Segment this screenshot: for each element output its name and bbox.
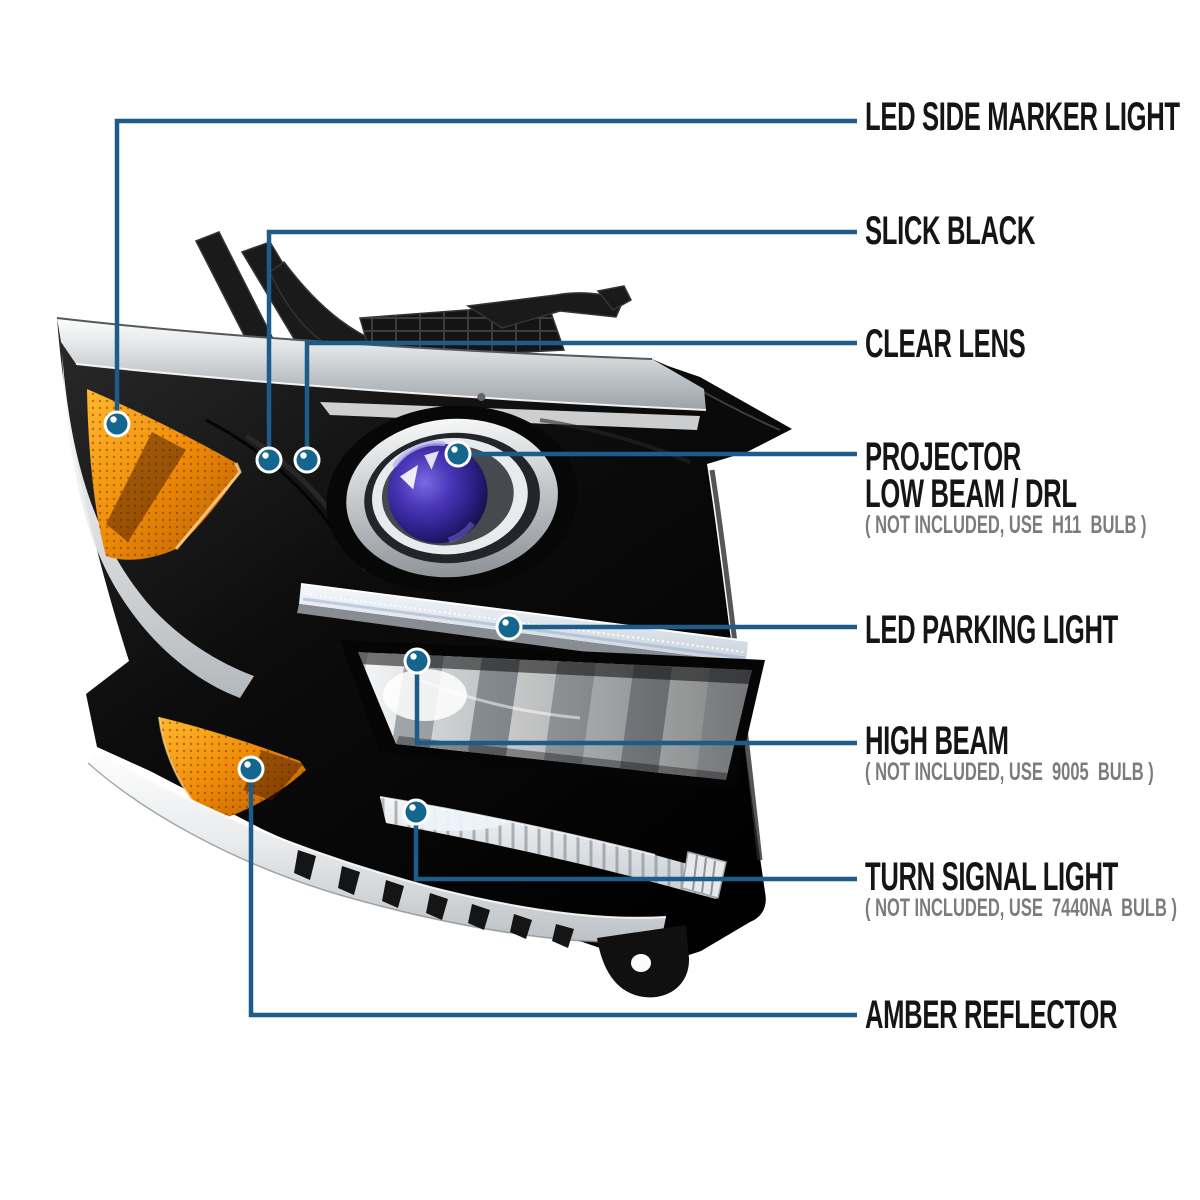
callout-dot-high-beam — [403, 647, 431, 675]
callout-label-clear-lens: CLEAR LENS — [865, 322, 1116, 366]
callout-dot-amber-reflector — [237, 755, 265, 783]
callout-title: PROJECTOR — [865, 435, 1021, 479]
callout-subtitle: ( NOT INCLUDED, USE H11 BULB ) — [865, 511, 1147, 539]
turn-signal-strip — [379, 796, 727, 899]
callout-title: SLICK BLACK — [865, 209, 1035, 253]
callout-line-amber-reflector — [248, 769, 857, 1018]
callout-dot-projector-low-beam-drl — [444, 440, 472, 468]
callout-title: LED SIDE MARKER LIGHT — [865, 95, 1180, 139]
callout-line-high-beam — [414, 661, 857, 746]
callout-title-line2: LOW BEAM / DRL — [865, 472, 1077, 516]
callout-line-led-side-marker-light — [114, 118, 857, 424]
callout-subtitle: ( NOT INCLUDED, USE 7440NA BULB ) — [865, 894, 1178, 922]
bottom-mounting-tab — [597, 925, 690, 998]
callout-dot-led-side-marker-light — [103, 410, 131, 438]
callout-dot-led-parking-light — [495, 613, 523, 641]
callout-line-clear-lens — [304, 340, 857, 460]
chrome-lower-trim — [87, 747, 667, 944]
callout-line-turn-signal-light — [413, 812, 857, 882]
amber-reflector-lower — [158, 716, 306, 817]
high-beam-reflector — [340, 640, 765, 790]
callout-label-projector-low-beam-drl: PROJECTOR LOW BEAM / DRL ( NOT INCLUDED,… — [865, 435, 1200, 539]
callout-subtitle: ( NOT INCLUDED, USE 9005 BULB ) — [865, 758, 1154, 786]
callout-title: HIGH BEAM — [865, 719, 1009, 763]
callout-dot-clear-lens — [293, 446, 321, 474]
callout-label-amber-reflector: AMBER REFLECTOR — [865, 993, 1200, 1037]
left-chrome-rim — [62, 352, 254, 698]
callout-title: AMBER REFLECTOR — [865, 993, 1118, 1037]
callout-title: CLEAR LENS — [865, 322, 1026, 366]
callout-label-led-side-marker-light: LED SIDE MARKER LIGHT — [865, 95, 1200, 139]
callout-title: TURN SIGNAL LIGHT — [865, 855, 1118, 899]
callout-title: LED PARKING LIGHT — [865, 608, 1118, 652]
callout-dot-turn-signal-light — [402, 798, 430, 826]
callout-label-turn-signal-light: TURN SIGNAL LIGHT ( NOT INCLUDED, USE 74… — [865, 855, 1200, 922]
callout-line-slick-black — [266, 229, 857, 460]
callout-label-high-beam: HIGH BEAM ( NOT INCLUDED, USE 9005 BULB … — [865, 719, 1200, 786]
callout-dot-slick-black — [255, 446, 283, 474]
bottom-serration-tabs — [294, 850, 574, 948]
mounting-brackets — [194, 231, 632, 361]
callout-label-led-parking-light: LED PARKING LIGHT — [865, 608, 1200, 652]
callout-label-slick-black: SLICK BLACK — [865, 209, 1131, 253]
